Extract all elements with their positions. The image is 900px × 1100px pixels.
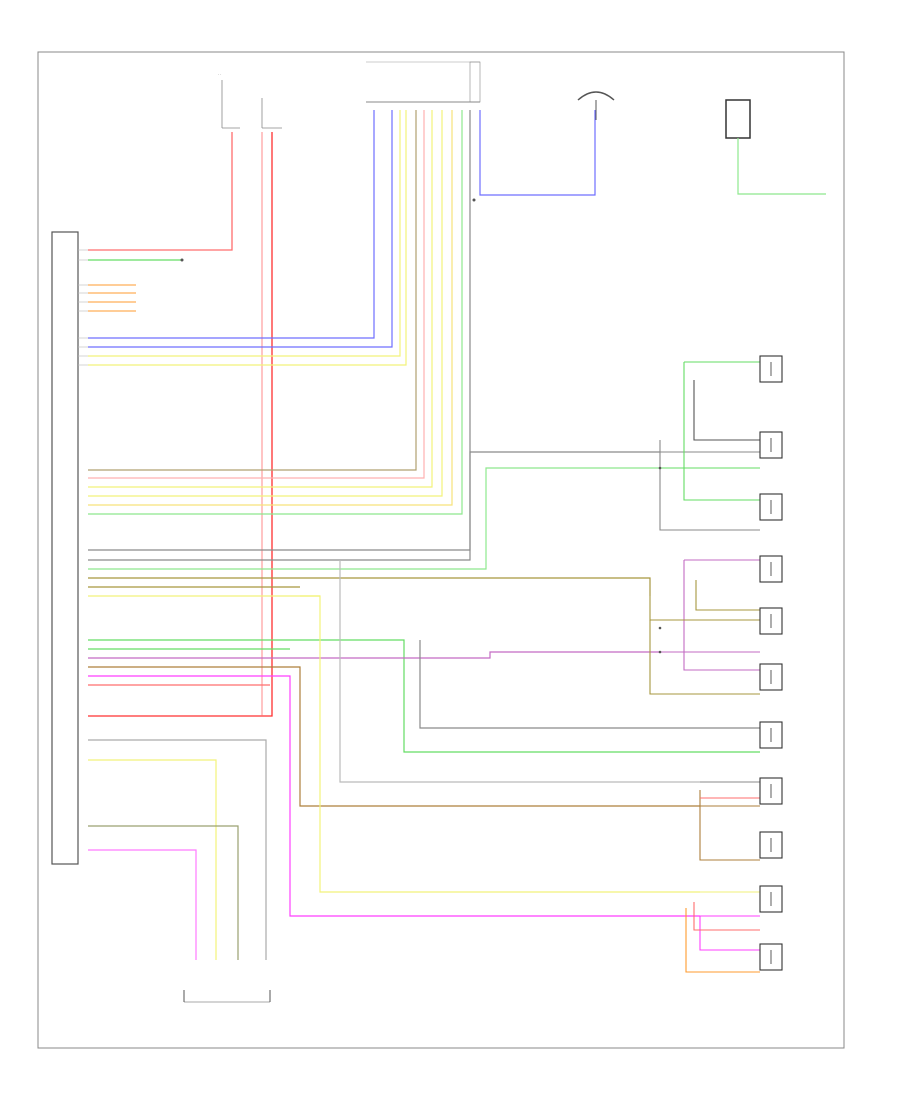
wire-olive-bottom	[88, 825, 239, 960]
speaker-group	[759, 355, 783, 971]
wire-yellow-rr	[300, 595, 700, 893]
speaker-left-front-3	[759, 493, 783, 521]
speaker-left-front-2	[759, 431, 783, 459]
wire-yellow-1	[88, 110, 401, 357]
speaker-right-front-3	[759, 663, 783, 691]
wire-gray-to-lf	[88, 451, 660, 561]
wire-gray-2	[88, 110, 471, 551]
front-speaker-harness	[649, 361, 760, 695]
orange-wires	[88, 284, 136, 312]
speaker-left-rear-2	[759, 831, 783, 859]
speaker-center	[759, 721, 783, 749]
wire-magenta	[88, 675, 700, 917]
speaker-right-rear-2	[759, 943, 783, 971]
svg-text:· ·: · ·	[218, 73, 221, 77]
feed-wire-2	[88, 132, 273, 717]
wire-yellow-3	[88, 110, 433, 488]
speaker-left-front-1	[759, 355, 783, 383]
wire-green-1	[88, 110, 463, 515]
wire-yellow-bottom	[88, 759, 217, 960]
main-unit-pin-stubs	[78, 249, 88, 366]
power-feed-wires	[88, 132, 273, 717]
wire-gray-bottom	[88, 739, 267, 960]
speaker-left-rear-1	[759, 777, 783, 805]
main-unit-body	[51, 231, 79, 865]
wire-yellow-2	[88, 110, 407, 366]
main-unit	[51, 231, 88, 865]
bottom-wires	[88, 739, 267, 960]
speaker-right-front-1	[759, 555, 783, 583]
wire-yellow-5	[88, 110, 453, 506]
wire-gray-lr	[339, 560, 700, 783]
wire-blue-1	[88, 110, 375, 339]
wire-gray-center	[419, 640, 760, 729]
rear-speaker-harness	[685, 781, 760, 973]
splice-dots	[180, 198, 662, 654]
wire-green-to-center	[88, 639, 760, 753]
signal-wires	[88, 110, 596, 551]
speaker-wires	[88, 451, 760, 917]
wire-blue-2	[88, 110, 393, 348]
bottom-connector	[183, 990, 271, 1003]
wire-yellow-4	[88, 110, 443, 497]
diagram-frame	[37, 51, 845, 1049]
wire-green-to-lf	[88, 467, 660, 570]
top-fuse-block: · ·	[218, 73, 282, 129]
speaker-right-front-2	[759, 607, 783, 635]
feed-wire-1	[88, 132, 233, 251]
wire-pink-bottom	[88, 849, 197, 960]
wire-brown	[88, 666, 700, 807]
wire-pink-1	[88, 110, 425, 479]
antenna	[577, 91, 615, 120]
top-right-module	[725, 99, 826, 195]
wire-olive-1	[88, 577, 651, 596]
wire-blue-3	[479, 110, 596, 196]
wire-gray-1	[88, 110, 417, 471]
wire-violet	[88, 651, 660, 659]
speaker-right-rear-1	[759, 885, 783, 913]
center-top-connector	[366, 61, 481, 103]
